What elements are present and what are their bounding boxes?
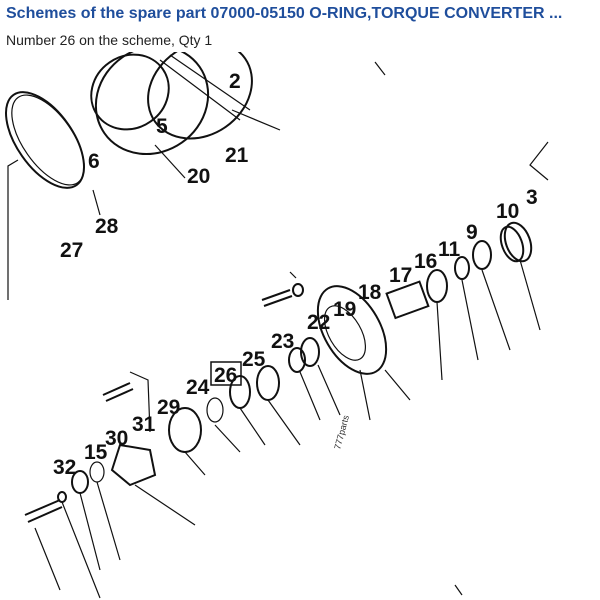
large-o-ring bbox=[4, 91, 86, 189]
part-label-32: 32 bbox=[53, 456, 76, 479]
part-label-10: 10 bbox=[496, 200, 519, 223]
part-label-11: 11 bbox=[438, 238, 461, 261]
part-label-29: 29 bbox=[157, 396, 180, 419]
part-label-17: 17 bbox=[389, 264, 412, 287]
part-label-31: 31 bbox=[132, 413, 156, 436]
part-label-15: 15 bbox=[84, 441, 108, 464]
shaft-assembly bbox=[24, 141, 549, 599]
part-labels: 2 5 6 20 21 28 27 3 10 9 11 16 17 18 19 … bbox=[53, 70, 538, 479]
part-label-5: 5 bbox=[156, 115, 168, 138]
part-label-3: 3 bbox=[526, 186, 538, 209]
part-label-27: 27 bbox=[60, 239, 83, 262]
part-label-9: 9 bbox=[466, 221, 478, 244]
part-label-23: 23 bbox=[271, 330, 294, 353]
part-label-30: 30 bbox=[105, 427, 128, 450]
leader-lines bbox=[7, 61, 463, 596]
watermark: 777parts bbox=[332, 414, 351, 451]
part-label-22: 22 bbox=[307, 311, 330, 334]
part-label-6: 6 bbox=[88, 150, 100, 173]
part-label-25: 25 bbox=[242, 348, 266, 371]
part-label-24: 24 bbox=[186, 376, 210, 399]
part-label-16: 16 bbox=[414, 250, 437, 273]
part-label-20: 20 bbox=[187, 165, 210, 188]
part-label-26-highlighted: 26 bbox=[214, 364, 237, 387]
part-label-19: 19 bbox=[333, 298, 356, 321]
part-label-18: 18 bbox=[358, 281, 382, 304]
part-label-28: 28 bbox=[95, 215, 119, 238]
exploded-scheme-diagram: 2 5 6 20 21 28 27 3 10 9 11 16 17 18 19 … bbox=[4, 52, 549, 599]
page-title: Schemes of the spare part 07000-05150 O-… bbox=[6, 5, 563, 22]
part-label-21: 21 bbox=[225, 144, 249, 167]
torque-converter-disc bbox=[90, 52, 253, 156]
highlighted-part-box bbox=[210, 361, 242, 386]
part-position-subtitle: Number 26 on the scheme, Qty 1 bbox=[6, 32, 213, 48]
part-label-2: 2 bbox=[229, 70, 241, 93]
